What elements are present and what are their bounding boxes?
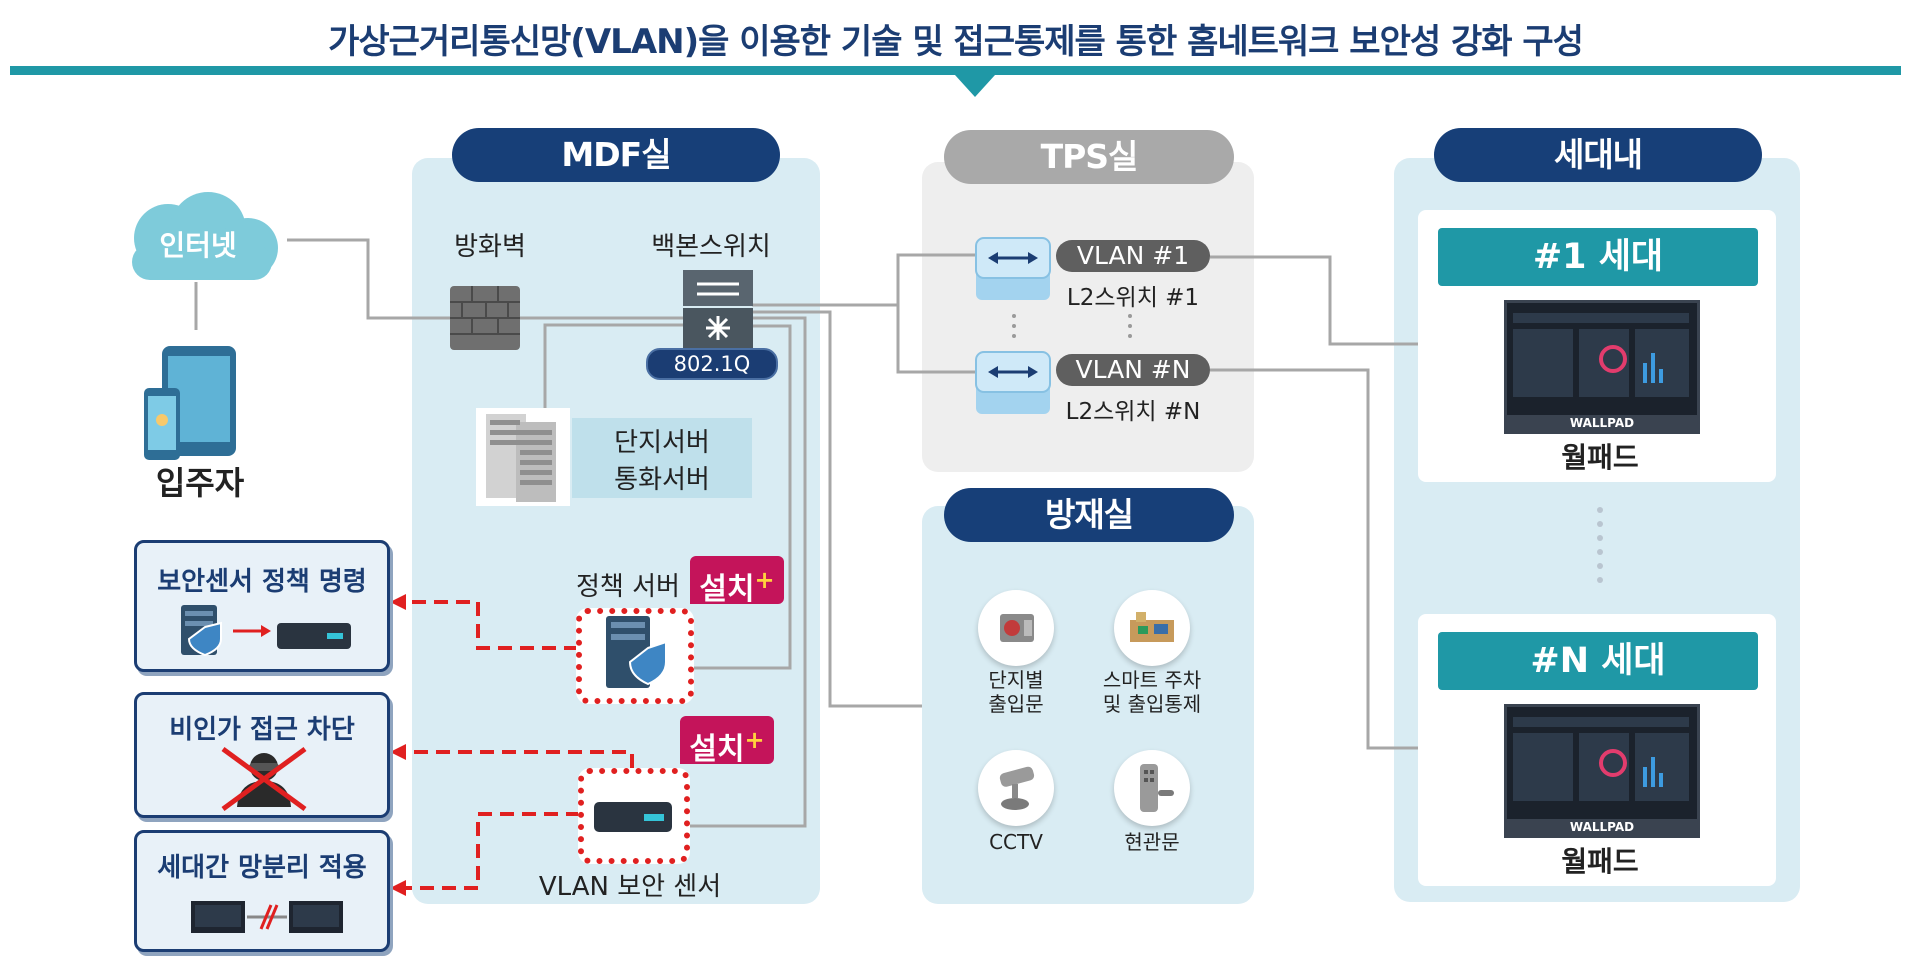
install-badge-policy: 설치+ xyxy=(690,556,784,607)
vlan-1-tag: VLAN #1 xyxy=(1056,240,1210,272)
parking-label-1: 스마트 주차 xyxy=(1102,668,1202,692)
wallpad-n-icon: WALLPAD xyxy=(1504,704,1700,838)
wallpad-1-brand: WALLPAD xyxy=(1507,415,1697,431)
install-badge-text: 설치 xyxy=(699,572,755,607)
vlan-sensor-label: VLAN 보안 센서 xyxy=(538,872,722,902)
wallpad-1-icon: WALLPAD xyxy=(1504,300,1700,434)
vlan-n-tag: VLAN #N xyxy=(1056,354,1210,386)
l2-switch-1-icon xyxy=(975,237,1051,300)
install-badge-sensor: 설치+ xyxy=(680,716,774,767)
cctv-icon xyxy=(978,750,1054,826)
tps-ellipsis xyxy=(1012,314,1132,338)
parking-label-2: 및 출입통제 xyxy=(1102,692,1202,716)
title-rule xyxy=(10,66,1901,75)
unit-n-title: #N 세대 xyxy=(1438,632,1758,690)
backbone-switch-icon xyxy=(683,270,753,348)
tps-room-label: TPS실 xyxy=(944,130,1234,184)
l2-switch-1-label: L2스위치 #1 xyxy=(1066,285,1200,311)
gate-label-1: 단지별 xyxy=(988,668,1044,692)
l2-switch-n-label: L2스위치 #N xyxy=(1065,399,1201,425)
resident-label: 입주자 xyxy=(155,464,245,502)
wallpad-1-label: 월패드 xyxy=(1561,441,1639,474)
mdf-room-label: MDF실 xyxy=(452,128,780,182)
vlan-sensor-icon xyxy=(594,802,672,832)
gate-icon xyxy=(978,590,1054,666)
cctv-label: CCTV xyxy=(989,830,1043,854)
disaster-room xyxy=(922,506,1254,904)
title-rule-pointer xyxy=(955,75,995,97)
gate-label-2: 출입문 xyxy=(988,692,1044,716)
complex-server-label: 단지서버 xyxy=(614,428,710,458)
smartphone-icon xyxy=(144,346,236,460)
servers-label-box: 단지서버 통화서버 xyxy=(572,418,752,498)
unauthorized-block-title: 비인가 접근 차단 xyxy=(169,715,355,745)
door-lock-label: 현관문 xyxy=(1124,830,1180,854)
call-server-label: 통화서버 xyxy=(614,465,710,495)
wallpad-separation-icon xyxy=(191,901,343,933)
wallpad-n-label: 월패드 xyxy=(1561,845,1639,878)
household-room-label: 세대내 xyxy=(1434,128,1762,182)
install-badge-text-2: 설치 xyxy=(689,732,745,767)
cloud-icon xyxy=(132,192,278,280)
blocked-hacker-icon xyxy=(221,746,307,812)
install-plus: + xyxy=(754,566,775,594)
unit-1-title: #1 세대 xyxy=(1438,228,1758,286)
network-separation-box: 세대간 망분리 적용 xyxy=(134,830,390,952)
page-title: 가상근거리통신망(VLAN)을 이용한 기술 및 접근통제를 통한 홈네트워크 … xyxy=(328,22,1584,62)
disaster-room-label: 방재실 xyxy=(944,488,1234,542)
tps-room xyxy=(922,162,1254,472)
backbone-switch-label: 백본스위치 xyxy=(651,232,771,262)
household-ellipsis xyxy=(1597,507,1603,583)
internet-cloud: 인터넷 xyxy=(108,190,288,290)
network-separation-title: 세대간 망분리 적용 xyxy=(157,853,367,883)
server-rack-icon xyxy=(476,408,570,506)
server-to-sensor-icon xyxy=(181,605,351,657)
door-lock-icon xyxy=(1114,750,1190,826)
parking-icon xyxy=(1114,590,1190,666)
dot1q-tag: 802.1Q xyxy=(646,348,778,380)
wallpad-n-brand: WALLPAD xyxy=(1507,819,1697,835)
l2-switch-n-icon xyxy=(975,351,1051,414)
policy-command-box: 보안센서 정책 명령 xyxy=(134,540,390,672)
unauthorized-block-box: 비인가 접근 차단 xyxy=(134,692,390,818)
internet-label: 인터넷 xyxy=(159,229,237,262)
policy-server-label: 정책 서버 xyxy=(576,572,680,602)
policy-server-icon xyxy=(606,616,667,688)
firewall-label: 방화벽 xyxy=(454,232,526,262)
policy-command-title: 보안센서 정책 명령 xyxy=(157,567,367,597)
install-plus-2: + xyxy=(744,726,765,754)
firewall-icon xyxy=(450,286,520,350)
